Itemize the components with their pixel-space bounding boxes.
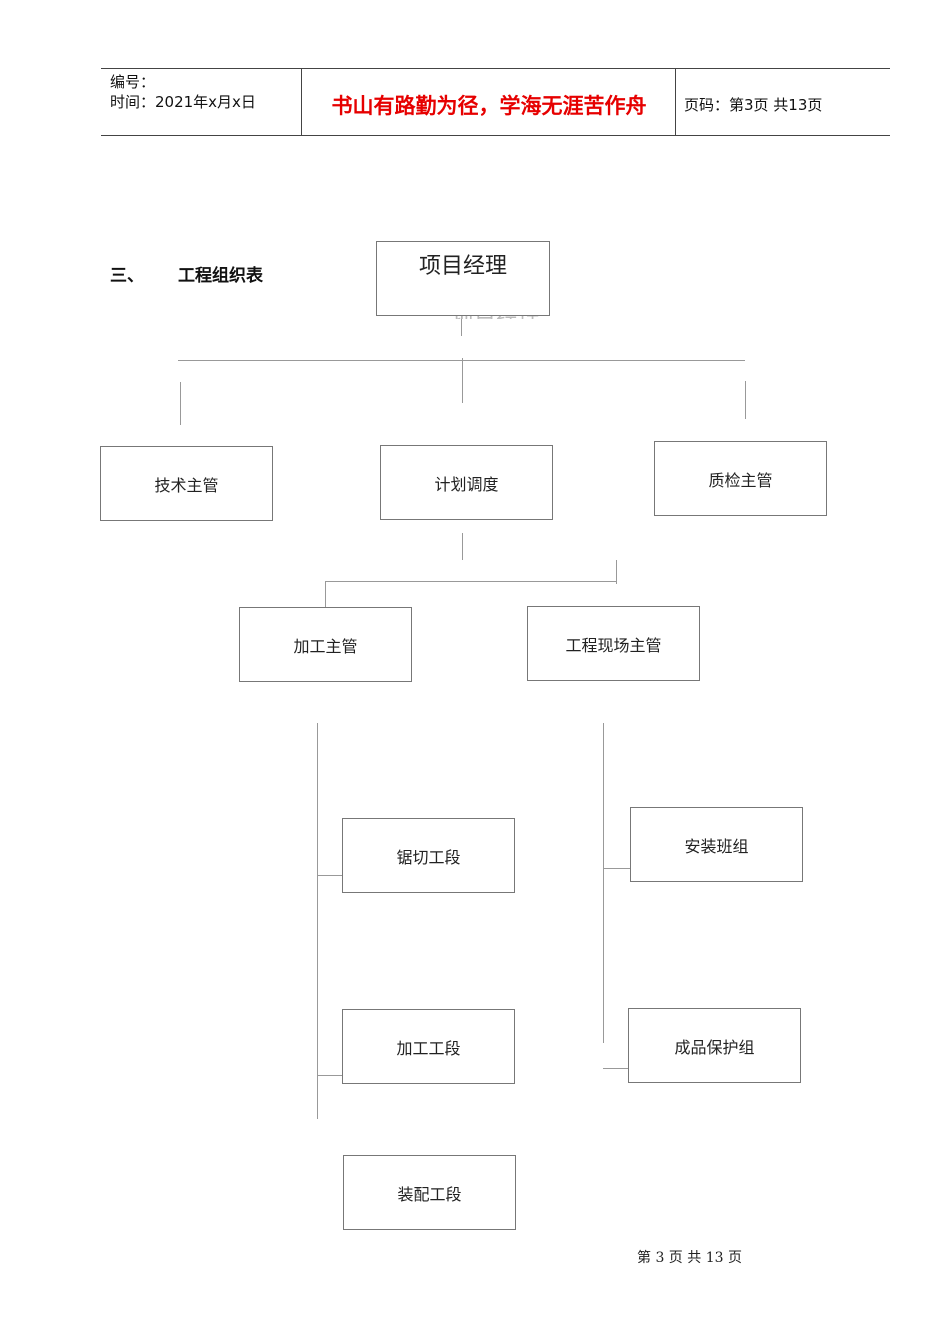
connector-center-drop bbox=[462, 358, 463, 403]
box-planning: 计划调度 bbox=[380, 445, 553, 520]
connector-sawing-tick bbox=[317, 875, 343, 876]
footer-page-number: 第 3 页 共 13 页 bbox=[637, 1250, 742, 1266]
connector-site-drop bbox=[616, 560, 617, 584]
connector-top-bus bbox=[178, 360, 745, 361]
header-bottom-border bbox=[101, 135, 890, 136]
connector-manager-down bbox=[461, 316, 462, 336]
box-quality-supervisor: 质检主管 bbox=[654, 441, 827, 516]
header-code-label: 编号： bbox=[110, 73, 156, 91]
header-page-info: 页码：第3页 共13页 bbox=[684, 96, 823, 114]
connector-protection-tick bbox=[603, 1068, 629, 1069]
connector-processing-branch bbox=[317, 723, 318, 1119]
header-motto: 书山有路勤为径，学海无涯苦作舟 bbox=[331, 94, 647, 118]
box-sawing-section: 锯切工段 bbox=[342, 818, 515, 893]
box-assembly-section: 装配工段 bbox=[343, 1155, 516, 1230]
header-time-label: 时间：2021年x月x日 bbox=[110, 93, 256, 111]
section-number: 三、 bbox=[110, 266, 144, 286]
box-site-supervisor: 工程现场主管 bbox=[527, 606, 700, 681]
box-processing-supervisor: 加工主管 bbox=[239, 607, 412, 682]
connector-processing-drop bbox=[325, 581, 326, 608]
box-tech-supervisor: 技术主管 bbox=[100, 446, 273, 521]
connector-machining-tick bbox=[317, 1075, 343, 1076]
box-install-team: 安装班组 bbox=[630, 807, 803, 882]
connector-mid-bus bbox=[325, 581, 617, 582]
connector-quality-drop bbox=[745, 381, 746, 419]
box-protection-team: 成品保护组 bbox=[628, 1008, 801, 1083]
connector-site-branch bbox=[603, 723, 604, 1043]
connector-planning-down bbox=[462, 533, 463, 560]
connector-tech-drop bbox=[180, 382, 181, 425]
box-machining-section: 加工工段 bbox=[342, 1009, 515, 1084]
box-project-manager: 项目经理 bbox=[376, 241, 550, 316]
section-title: 工程组织表 bbox=[178, 266, 263, 286]
connector-install-tick bbox=[603, 868, 631, 869]
header-divider-left bbox=[301, 69, 302, 136]
header-divider-right bbox=[675, 69, 676, 136]
header-top-border bbox=[101, 68, 890, 69]
